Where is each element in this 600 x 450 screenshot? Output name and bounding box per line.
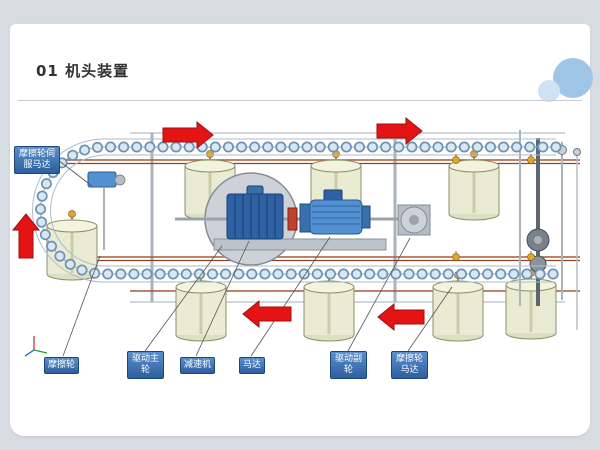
track-chain — [32, 138, 556, 283]
label-drive-main-wheel: 驱动主轮 — [127, 351, 164, 379]
label-friction-wheel: 摩擦轮 — [44, 357, 80, 374]
label-motor: 马达 — [239, 357, 266, 374]
drum — [504, 268, 558, 341]
gearbox — [226, 185, 284, 240]
label-friction-wheel-motor: 摩擦轮马达 — [391, 351, 428, 379]
coordinate-axes-icon — [24, 336, 48, 357]
secondary-drive-assembly — [397, 204, 431, 236]
leader-line — [407, 286, 453, 352]
flow-arrows — [11, 116, 425, 332]
leader-line — [195, 240, 250, 357]
flow-arrow-bottom-right — [377, 302, 425, 332]
leader-line — [57, 159, 93, 187]
title-divider — [18, 100, 582, 101]
coupling — [287, 207, 298, 231]
drive-unit — [87, 171, 431, 266]
valve-fitting — [452, 250, 460, 261]
label-drive-secondary-wheel: 驱动副轮 — [330, 351, 367, 379]
leader-lines — [57, 159, 453, 357]
label-friction-wheel-servo-motor: 摩擦轮伺服马达 — [14, 146, 60, 174]
valve-fitting — [527, 250, 535, 261]
flow-arrow-left — [11, 213, 41, 259]
leader-line — [144, 245, 223, 352]
page-title: 01 机头装置 — [36, 62, 130, 80]
machine-base — [213, 238, 387, 251]
leader-line — [250, 236, 331, 357]
motor-assembly — [299, 189, 371, 235]
servo-motor-unit — [87, 171, 126, 188]
leader-line — [62, 255, 101, 357]
flow-arrow-top-left — [162, 120, 214, 150]
label-reducer: 减速机 — [180, 357, 216, 374]
flow-arrow-top-right — [376, 116, 423, 146]
flow-arrow-bottom-center — [242, 299, 292, 329]
leader-line — [347, 237, 411, 352]
decorative-circle-small — [538, 80, 560, 102]
